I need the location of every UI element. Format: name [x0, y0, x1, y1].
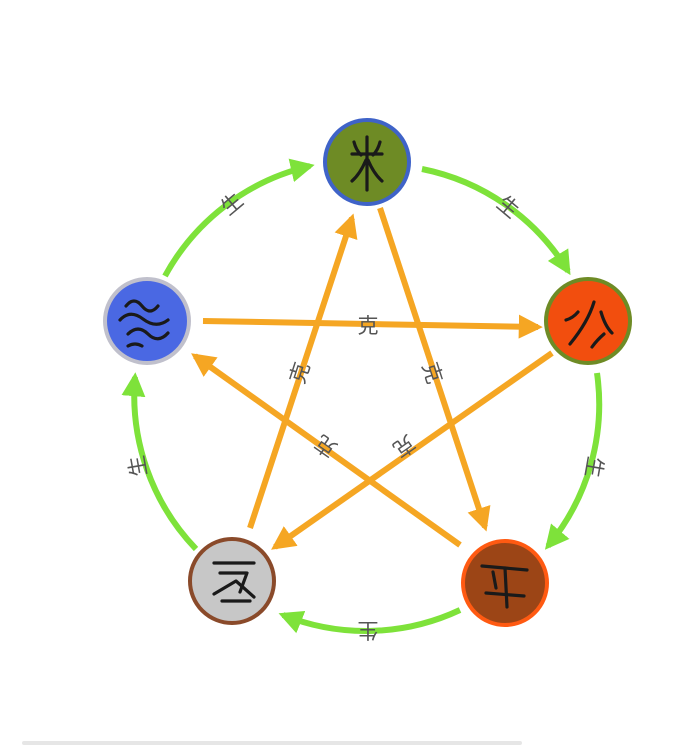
generate-arrow-fire-to-earth [544, 372, 603, 550]
generate-label-metal-water: 生 [124, 454, 151, 479]
metal-seal-glyph [212, 561, 256, 603]
overcoming-cycle [191, 207, 554, 550]
overcome-arrow-fire-to-metal [271, 350, 554, 550]
overcome-label-wood-earth: 克 [417, 359, 446, 386]
node-wood [323, 118, 411, 206]
generate-arrow-earth-to-metal [278, 607, 462, 634]
overcome-arrow-water-to-fire [202, 314, 543, 339]
generate-label-earth-metal: 生 [358, 618, 379, 642]
overcome-label-metal-wood: 克 [285, 359, 314, 386]
node-metal [188, 537, 276, 625]
water-seal-glyph [118, 299, 170, 348]
generate-label-fire-earth: 生 [580, 455, 607, 480]
overcome-arrow-metal-to-wood [247, 213, 358, 529]
node-water [103, 277, 191, 365]
generate-arrow-wood-to-fire [421, 166, 571, 276]
generating-cycle [121, 158, 603, 634]
generate-arrow-metal-to-water [121, 372, 199, 552]
page-bottom-divider [22, 741, 522, 745]
overcome-label-water-fire: 克 [358, 314, 379, 338]
overcome-arrow-wood-to-earth [377, 207, 491, 532]
overcome-arrow-earth-to-water [191, 353, 462, 548]
node-fire-circle [544, 277, 632, 365]
node-metal-circle [188, 537, 276, 625]
overcome-label-fire-metal: 克 [389, 430, 420, 462]
generate-arrow-water-to-wood [162, 158, 315, 278]
wood-seal-glyph [350, 135, 384, 192]
node-earth [461, 539, 549, 627]
fire-seal-glyph [564, 300, 614, 349]
earth-seal-glyph [480, 564, 529, 609]
node-fire [544, 277, 632, 365]
